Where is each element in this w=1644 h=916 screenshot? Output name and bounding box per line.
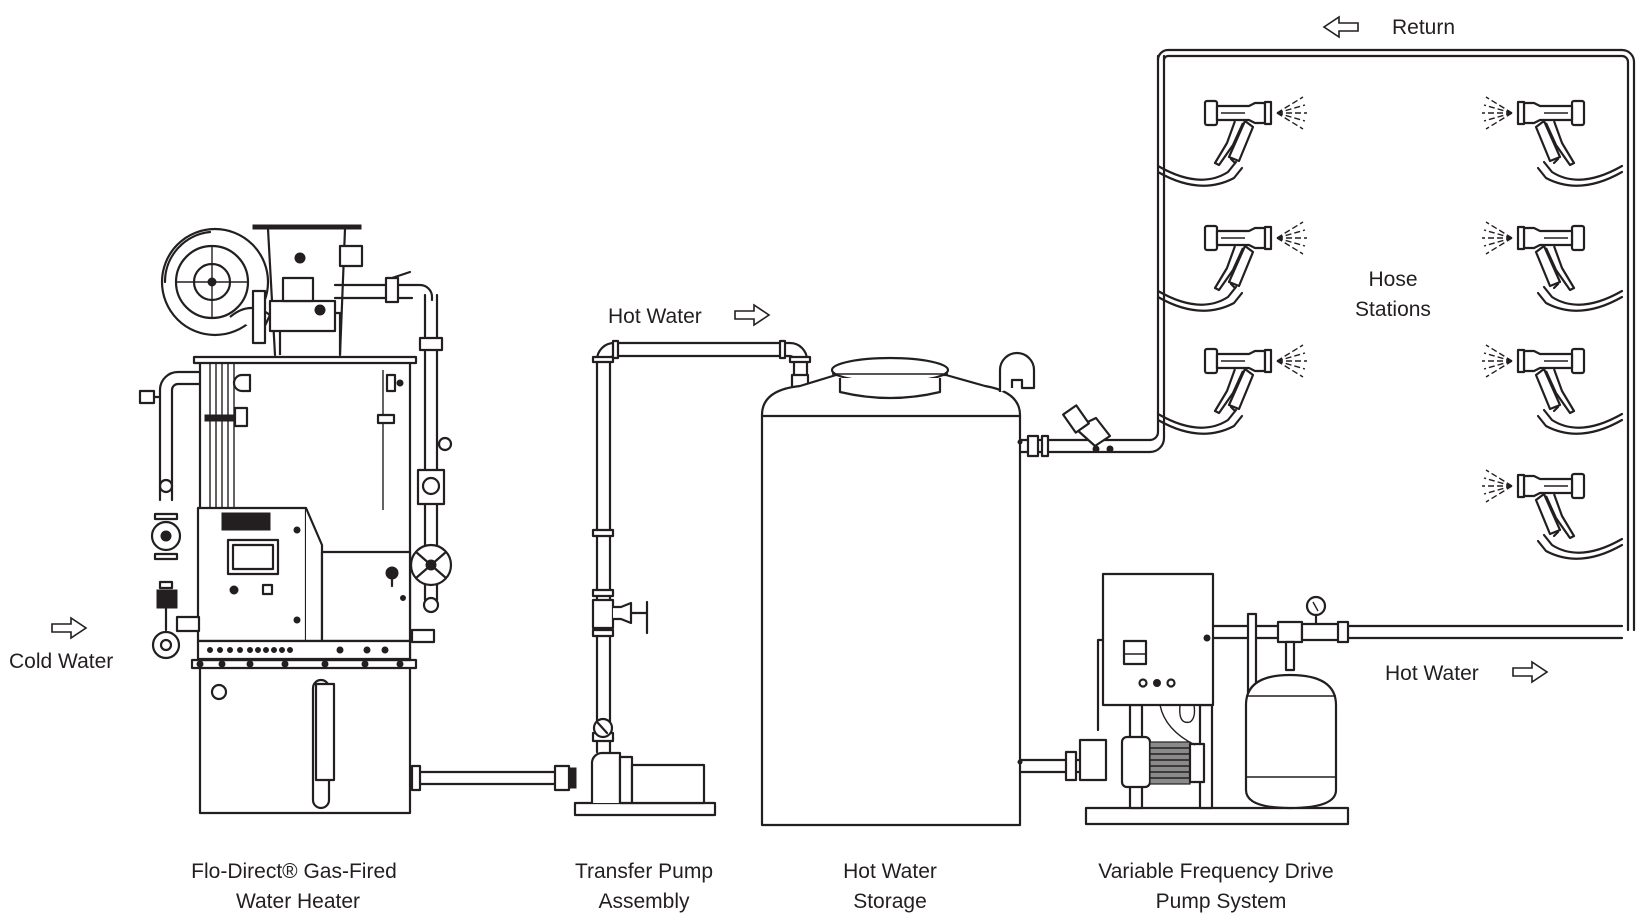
pipe-heater-to-pump xyxy=(408,764,577,792)
return-label: Return xyxy=(1392,16,1455,39)
return-header xyxy=(1156,48,1636,632)
storage-tank xyxy=(760,351,1036,827)
storage-tank-caption-line2: Storage xyxy=(853,890,927,913)
hot-water-to-storage-label: Hot Water xyxy=(608,305,702,328)
transfer-pump-caption-line2: Assembly xyxy=(598,890,690,913)
vfd-pump-caption-line2: Pump System xyxy=(1156,890,1287,913)
burner-assembly xyxy=(160,224,434,357)
water-heater-caption-line1: Flo-Direct® Gas-Fired xyxy=(191,860,397,883)
right-arrow-icon xyxy=(51,616,88,640)
motor-fins xyxy=(1150,747,1190,779)
hose-stations xyxy=(1156,95,1624,560)
terminal-row xyxy=(207,646,389,654)
water-heater-caption-line2: Water Heater xyxy=(236,890,360,913)
hose-stations-label-line1: Hose xyxy=(1368,268,1417,291)
vfd-pump-system xyxy=(1018,572,1624,826)
water-heater xyxy=(138,224,453,815)
storage-tank-caption-line1: Hot Water xyxy=(843,860,937,883)
control-panel xyxy=(196,506,412,661)
hose-station xyxy=(1480,468,1624,560)
hot-water-to-stations-label: Hot Water xyxy=(1385,662,1479,685)
hose-station xyxy=(1156,220,1309,312)
hose-stations-label-line2: Stations xyxy=(1355,298,1431,321)
transfer-pump xyxy=(573,339,812,817)
vfd-pump-caption-line1: Variable Frequency Drive xyxy=(1098,860,1333,883)
hose-station xyxy=(1156,343,1309,435)
hose-station xyxy=(1156,95,1309,187)
hose-station xyxy=(1480,95,1624,187)
hose-station xyxy=(1480,343,1624,435)
pipe-tank-to-stations xyxy=(1018,54,1166,458)
right-arrow-icon xyxy=(734,303,771,327)
hose-station xyxy=(1480,220,1624,312)
transfer-pump-caption-line1: Transfer Pump xyxy=(575,860,713,883)
cold-water-label: Cold Water xyxy=(9,650,113,673)
right-arrow-icon xyxy=(1512,660,1549,684)
left-arrow-icon xyxy=(1322,15,1359,39)
